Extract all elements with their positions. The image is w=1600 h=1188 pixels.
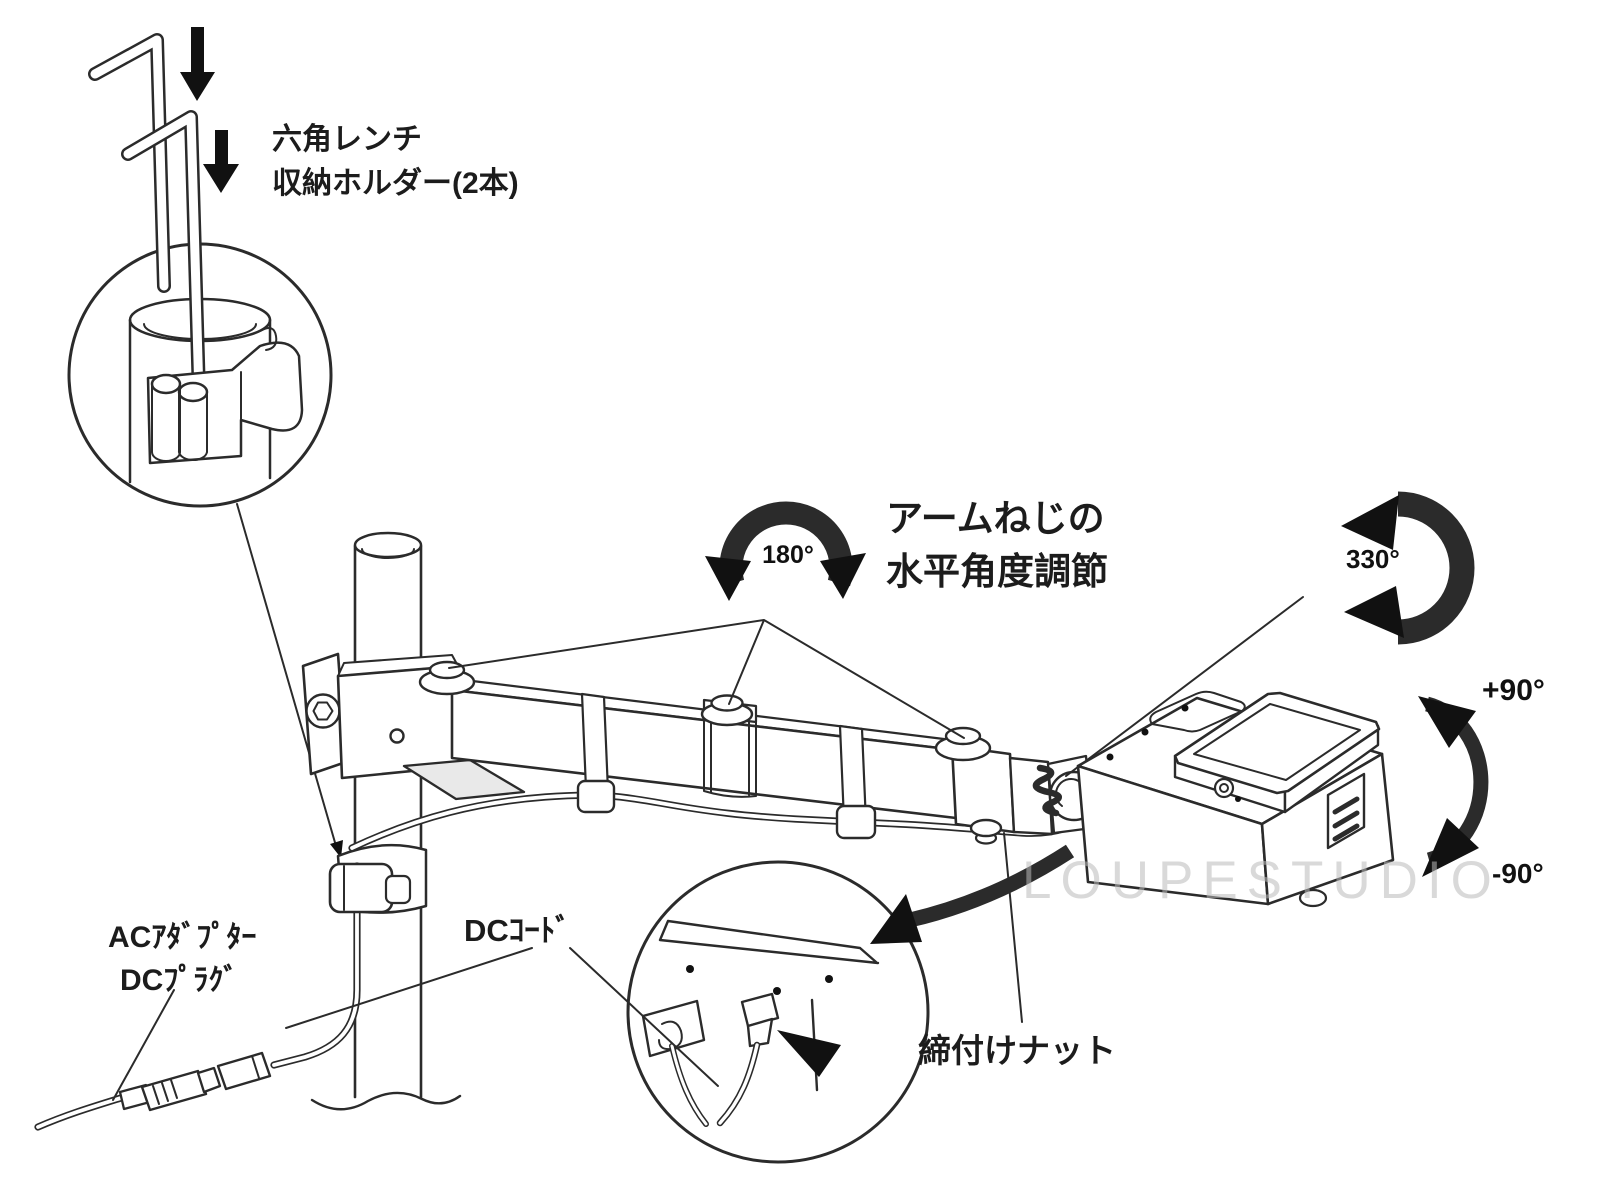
hex-wrench-holder-label: 六角レンチ 収納ホルダー(2本) [272, 118, 519, 206]
hex-wrench-holder-label-line2: 収納ホルダー(2本) [272, 167, 519, 200]
rotate-180-icon [705, 501, 866, 601]
plug-pointer-arrow-icon [777, 1030, 841, 1077]
detail-leader-arrow [236, 503, 343, 858]
dc-plug-detail-circle [626, 860, 930, 1164]
rotation-180-value: 180° [762, 541, 814, 569]
arm-pole-clamp [301, 652, 526, 801]
support-pole [310, 531, 462, 1111]
hex-wrench-tools [88, 33, 206, 402]
ac-adapter-label-line2: DCﾌﾟﾗｸﾞ [120, 964, 239, 997]
tilt-90-icon [1418, 696, 1489, 877]
arm-angle-adjust-label-line1: アームねじの [886, 498, 1105, 539]
ac-adapter-connectors [118, 1051, 272, 1112]
arm-screws [418, 660, 992, 762]
dc-plug [740, 992, 780, 1028]
tilt-down-value: -90° [1492, 858, 1544, 889]
pole-cable-clip [328, 862, 412, 914]
wrench-holder-clip [146, 327, 304, 465]
detail-sweep-arrow-icon [870, 844, 1075, 944]
ac-adapter-label-line1: ACｱﾀﾞﾌﾟﾀｰ [108, 921, 257, 954]
ac-adapter-label: ACｱﾀﾞﾌﾟﾀｰ DCﾌﾟﾗｸﾞ [108, 916, 256, 1002]
leader-lines [112, 596, 1304, 1101]
tilt-up-value: +90° [1482, 674, 1545, 707]
arm-angle-adjust-label-line2: 水平角度調節 [886, 551, 1108, 592]
dc-cord-jack [216, 1051, 272, 1091]
arm-angle-adjust-label: アームねじの 水平角度調節 [886, 492, 1108, 598]
hex-wrench-holder-label-line1: 六角レンチ [272, 123, 422, 156]
rotate-330-icon [1341, 491, 1475, 645]
rotation-330-value: 330° [1346, 544, 1400, 574]
watermark: LOUPESTUDIO [1022, 851, 1501, 910]
dc-cord-label: DCｺｰﾄﾞ [464, 913, 571, 948]
insert-down-arrow-icons [180, 27, 239, 193]
lamp-head-unit [1076, 690, 1395, 908]
tightening-nut-label: 締付けナット [918, 1032, 1116, 1069]
